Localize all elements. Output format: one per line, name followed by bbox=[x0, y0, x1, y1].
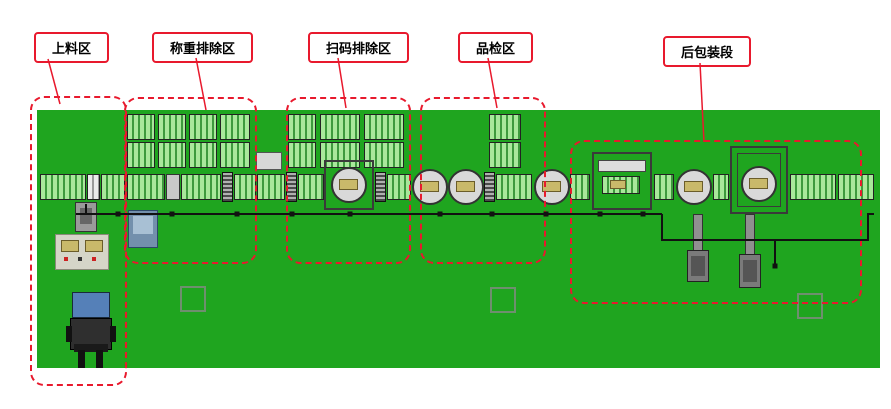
conveyor-segment bbox=[40, 174, 86, 200]
conveyor-segment bbox=[790, 174, 836, 200]
buffer-conveyor bbox=[320, 142, 360, 168]
buffer-conveyor bbox=[158, 114, 186, 140]
floor-marking-square bbox=[180, 286, 206, 312]
product-load bbox=[684, 181, 703, 192]
buffer-conveyor bbox=[489, 142, 521, 168]
checkweigher bbox=[166, 174, 180, 200]
buffer-conveyor bbox=[158, 142, 186, 168]
control-cabinet-panel bbox=[133, 216, 153, 234]
scanner-cell-frame bbox=[324, 160, 374, 210]
rotary-table bbox=[412, 169, 448, 205]
buffer-conveyor bbox=[364, 142, 404, 168]
conveyor-segment bbox=[127, 174, 165, 200]
robot-detail bbox=[691, 256, 705, 276]
buffer-conveyor bbox=[127, 142, 155, 168]
conveyor-segment bbox=[298, 174, 324, 200]
agv-wheel bbox=[110, 326, 116, 342]
loading-robot-detail bbox=[80, 208, 92, 224]
agv-baseplate bbox=[74, 344, 108, 352]
rotary-table bbox=[331, 167, 367, 203]
rotary-table bbox=[676, 169, 712, 205]
rotary-table bbox=[448, 169, 484, 205]
pallet-box bbox=[85, 240, 103, 252]
conveyor-segment bbox=[101, 174, 125, 200]
palletizer-inner-frame bbox=[737, 153, 781, 207]
buffer-conveyor bbox=[127, 114, 155, 140]
label-scanning-reject-area: 扫码排除区 bbox=[308, 32, 410, 63]
reject-pusher bbox=[375, 172, 386, 202]
agv-fork bbox=[78, 350, 85, 368]
scanner-stand bbox=[256, 152, 282, 170]
buffer-conveyor bbox=[189, 142, 217, 168]
reject-pusher bbox=[484, 172, 495, 202]
buffer-conveyor bbox=[288, 142, 316, 168]
zone-loading bbox=[30, 96, 127, 386]
conveyor-segment bbox=[181, 174, 221, 200]
zone-scanning bbox=[286, 97, 411, 264]
conveyor-segment bbox=[387, 174, 411, 200]
buffer-conveyor bbox=[220, 114, 250, 140]
floor-marking-square bbox=[490, 287, 516, 313]
buffer-conveyor bbox=[288, 114, 316, 140]
label-weighing-reject-area: 称重排除区 bbox=[152, 32, 254, 63]
zone-weighing bbox=[124, 97, 257, 264]
product-load bbox=[610, 180, 626, 189]
conveyor-segment bbox=[496, 174, 532, 200]
label-packaging-section: 后包装段 bbox=[663, 36, 752, 67]
conveyor-segment bbox=[257, 174, 285, 200]
label-loading-area: 上料区 bbox=[34, 32, 110, 63]
pallet-dot bbox=[92, 257, 96, 261]
case-packer-frame bbox=[592, 152, 652, 210]
buffer-conveyor bbox=[220, 142, 250, 168]
buffer-conveyor bbox=[320, 114, 360, 140]
agv-wheel bbox=[66, 326, 72, 342]
label-inspection-area: 品检区 bbox=[458, 32, 534, 63]
robot-detail bbox=[743, 260, 757, 282]
buffer-conveyor bbox=[489, 114, 521, 140]
zone-packaging bbox=[570, 140, 862, 304]
agv-fork bbox=[96, 350, 103, 368]
pallet-box bbox=[61, 240, 79, 252]
agv-forklift-cab bbox=[72, 292, 110, 318]
buffer-conveyor bbox=[364, 114, 404, 140]
zone-inspection bbox=[420, 97, 546, 264]
product-load bbox=[749, 178, 768, 189]
case-packer-head bbox=[598, 160, 646, 172]
buffer-conveyor bbox=[189, 114, 217, 140]
conveyor-transfer bbox=[87, 174, 100, 200]
product-load bbox=[542, 181, 561, 192]
product-load bbox=[339, 179, 358, 190]
conveyor-segment bbox=[838, 174, 874, 200]
pallet-dot bbox=[78, 257, 82, 261]
conveyor-segment bbox=[654, 174, 674, 200]
pallet-dot bbox=[64, 257, 68, 261]
product-load bbox=[456, 181, 475, 192]
rotary-table bbox=[741, 166, 777, 202]
rotary-table bbox=[534, 169, 570, 205]
floor-marking-square bbox=[797, 293, 823, 319]
reject-pusher bbox=[222, 172, 233, 202]
conveyor-segment bbox=[713, 174, 729, 200]
